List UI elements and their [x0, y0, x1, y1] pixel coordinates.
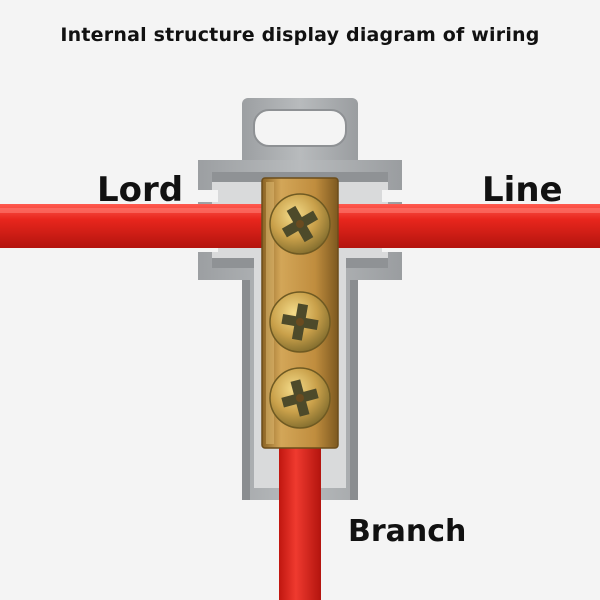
branch-wire	[279, 440, 321, 600]
label-line: Line	[482, 170, 563, 210]
housing-top-tab	[242, 98, 358, 168]
screw-bottom	[269, 367, 331, 429]
label-lord: Lord	[97, 170, 184, 210]
label-branch: Branch	[348, 514, 467, 549]
screw-top	[269, 193, 331, 255]
diagram-title: Internal structure display diagram of wi…	[60, 24, 540, 46]
screw-middle	[269, 291, 331, 353]
